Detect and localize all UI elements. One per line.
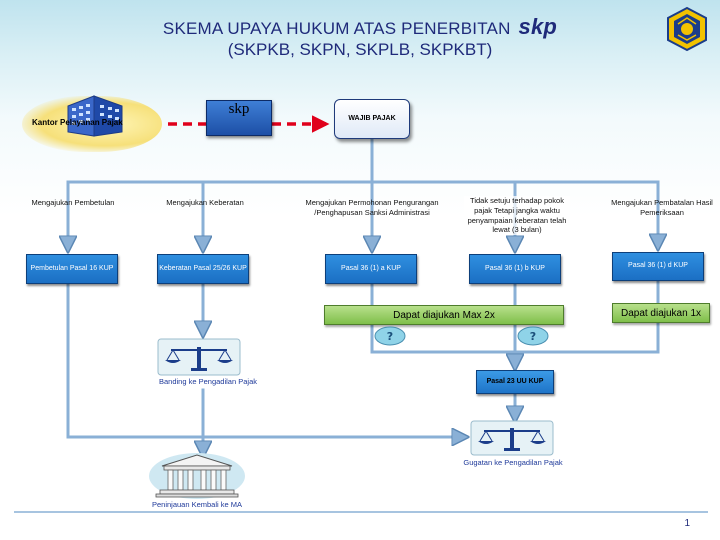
kantor-label: Kantor Pelayanan Pajak (32, 118, 123, 127)
label-keberatan: Mengajukan Keberatan (166, 198, 244, 207)
label-permohonan: Mengajukan Permohonan Pengurangan /Pengh… (305, 198, 439, 217)
label-gugatan: Gugatan ke Pengadilan Pajak (463, 458, 563, 467)
page-subtitle: (SKPKB, SKPN, SKPLB, SKPKBT) (227, 40, 493, 59)
max2x-box: Dapat diajukan Max 2x (324, 305, 564, 325)
pasal36d-box: Pasal 36 (1) d KUP (612, 252, 704, 281)
scales-of-justice-icon (157, 338, 241, 376)
label-tidak-setuju: Tidak setuju terhadap pokok pajak Tetapi… (464, 196, 570, 235)
ministry-logo-icon (667, 6, 707, 52)
svg-text:?: ? (530, 330, 536, 343)
pembetulan-box: Pembetulan Pasal 16 KUP (26, 254, 118, 284)
question-icon: ? (517, 326, 549, 346)
label-pembatalan: Mengajukan Pembatalan Hasil Pemeriksaan (611, 198, 713, 217)
office-building-icon (67, 95, 123, 137)
svg-text:?: ? (387, 330, 393, 343)
wajib-pajak-box: WAJIB PAJAK (334, 99, 410, 139)
keberatan-box: Keberatan Pasal 25/26 KUP (157, 254, 249, 284)
scales-of-justice-icon (470, 420, 554, 456)
label-peninjauan: Peninjauan Kembali ke MA (151, 500, 243, 509)
page-title: SKEMA UPAYA HUKUM ATAS PENERBITAN skp (150, 14, 570, 40)
max1x-box: Dapat diajukan 1x (612, 303, 710, 323)
question-icon: ? (374, 326, 406, 346)
pasal23-box: Pasal 23 UU KUP (476, 370, 554, 394)
page-number: 1 (684, 518, 690, 529)
skp-box: skp (206, 100, 272, 136)
title-skp: skp (518, 14, 558, 39)
label-banding: Banding ke Pengadilan Pajak (159, 377, 257, 386)
pasal36b-box: Pasal 36 (1) b KUP (469, 254, 561, 284)
label-pembetulan: Mengajukan Pembetulan (31, 198, 115, 207)
title-text: SKEMA UPAYA HUKUM ATAS PENERBITAN (162, 19, 511, 38)
pasal36a-box: Pasal 36 (1) a KUP (325, 254, 417, 284)
courthouse-icon (149, 453, 245, 499)
